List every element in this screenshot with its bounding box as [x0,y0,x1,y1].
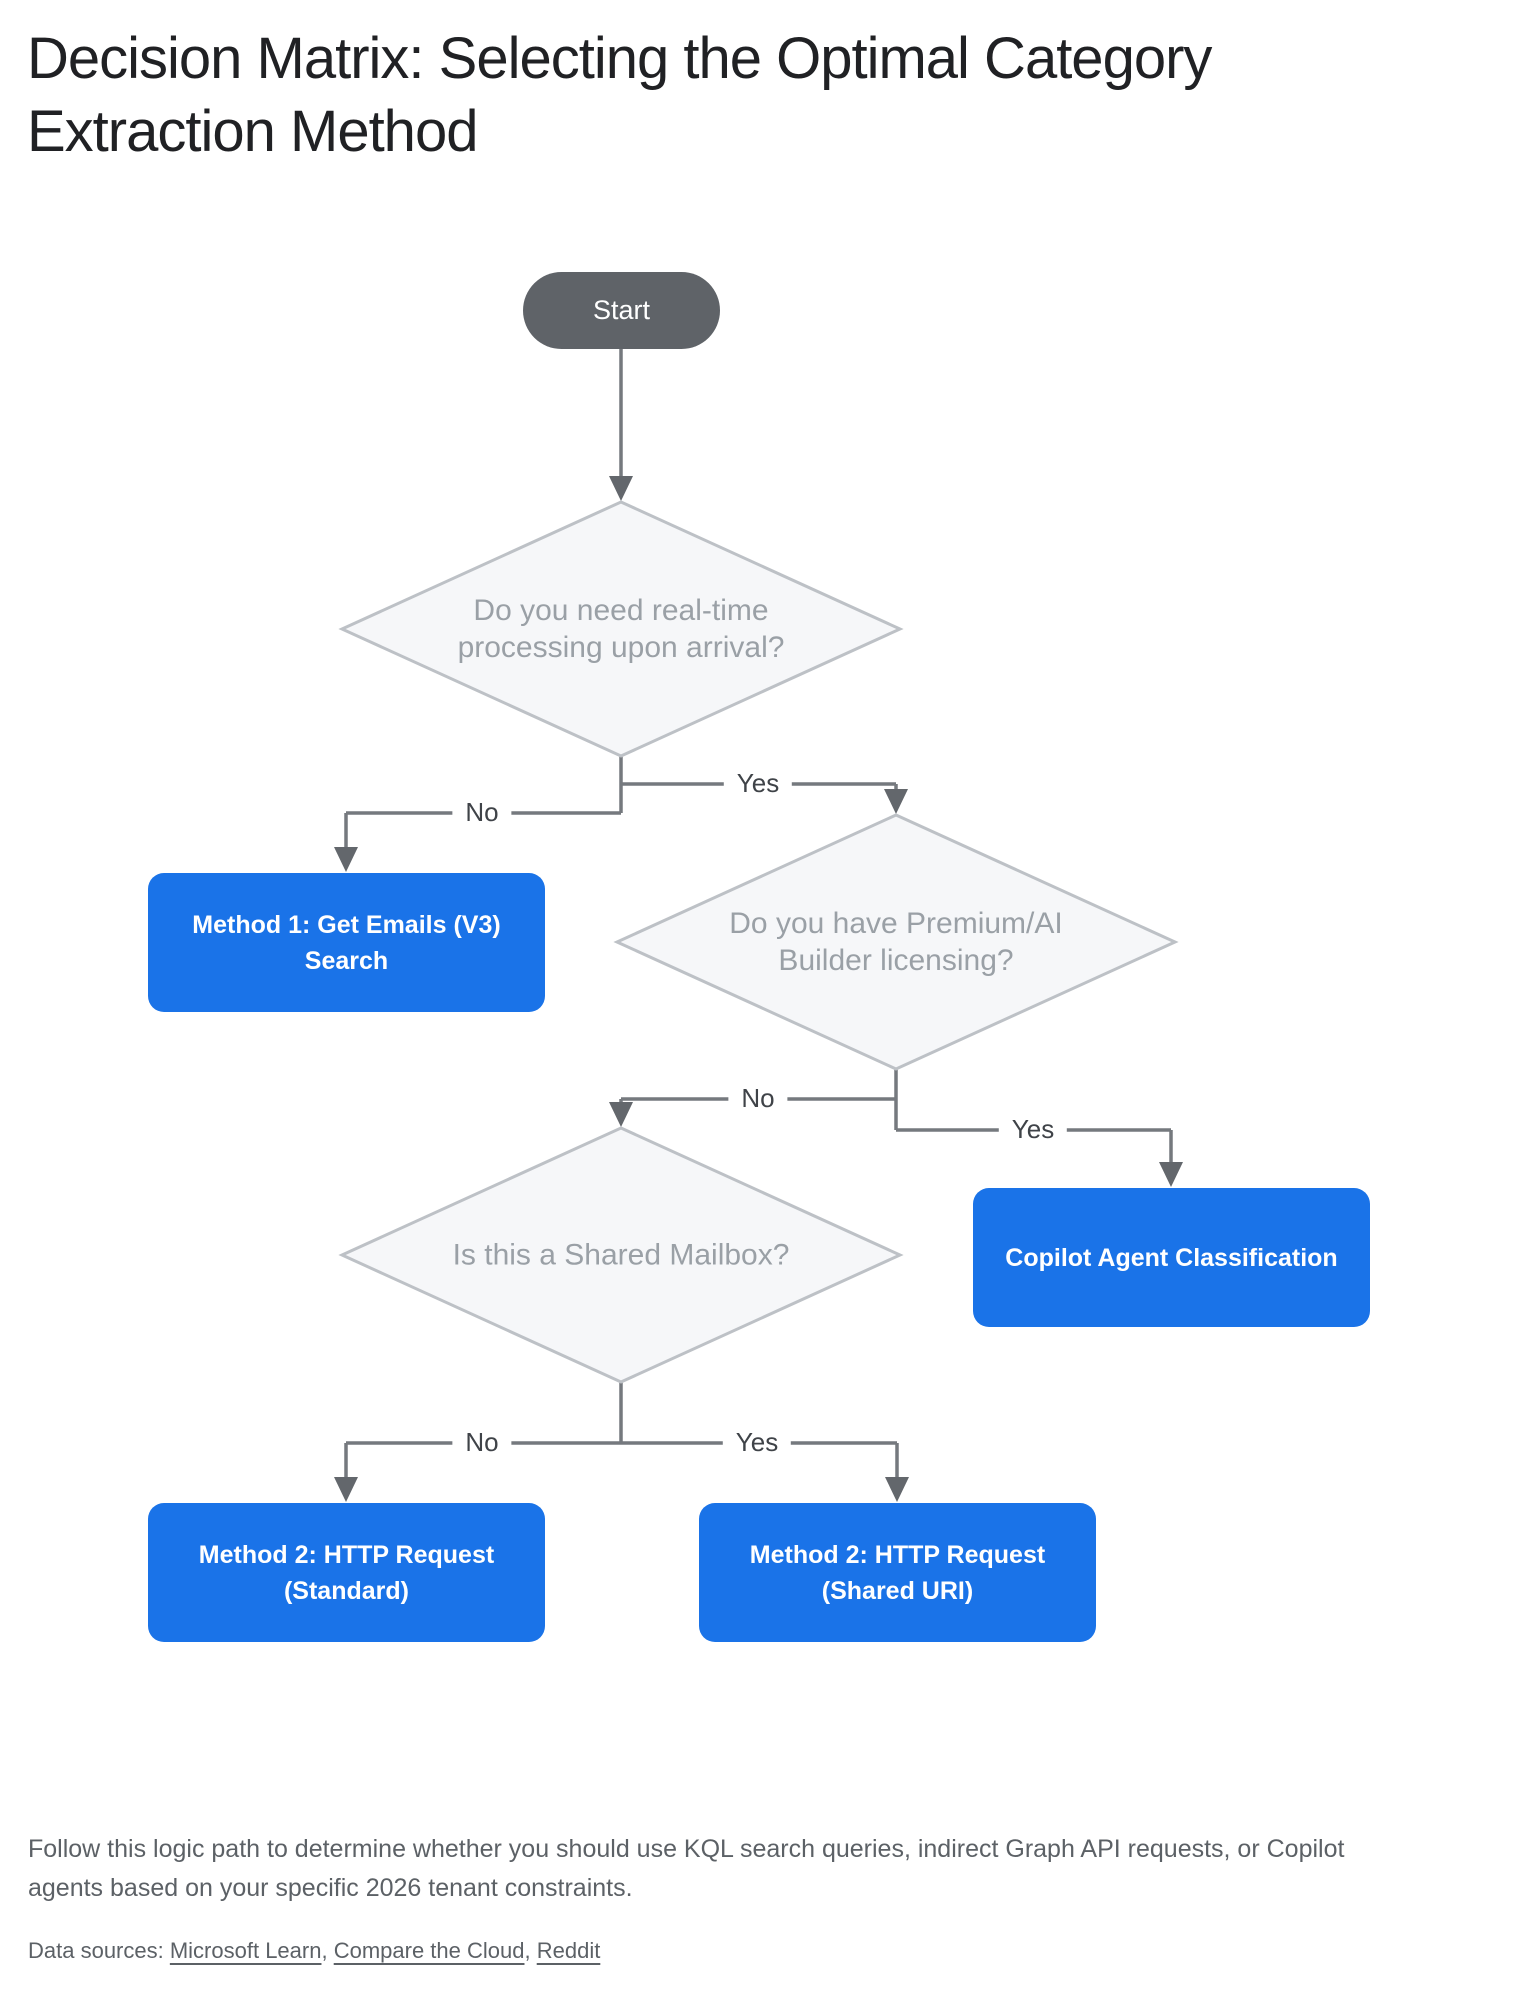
outcome-copilot-agent-classification: Copilot Agent Classification [973,1188,1370,1327]
arrowhead-to-decision-2 [884,789,908,814]
page-title: Decision Matrix: Selecting the Optimal C… [27,26,1212,164]
arrowhead-to-method-2-standard [334,1477,358,1502]
edge-label-no-2: No [728,1083,788,1114]
arrowhead-to-copilot [1159,1162,1183,1187]
outcome-method-1-get-emails: Method 1: Get Emails (V3) Search [148,873,545,1012]
decision-diamond-licensing [613,813,1179,1071]
decision-diamond-shared-mailbox [338,1126,904,1384]
source-link-compare-the-cloud[interactable]: Compare the Cloud [333,1938,525,1963]
edge-label-no-1: No [452,797,512,828]
decision-question-licensing: Do you have Premium/AI Builder licensing… [729,907,1063,977]
decision-question-shared-mailbox: Is this a Shared Mailbox? [452,1238,790,1272]
edge-label-no-3: No [452,1427,512,1458]
source-separator: , [321,1938,334,1963]
edge-label-yes-2: Yes [998,1114,1068,1145]
source-link-microsoft-learn[interactable]: Microsoft Learn [169,1938,322,1963]
footer-description: Follow this logic path to determine whet… [28,1835,1345,1902]
decision-diamond-realtime [338,500,904,758]
arrowhead-to-method-2-shared [885,1477,909,1502]
arrowhead-to-decision-1 [609,476,633,501]
decision-question-realtime: Do you need real-time processing upon ar… [457,594,785,664]
outcome-method-2-shared-uri: Method 2: HTTP Request (Shared URI) [699,1503,1096,1642]
outcome-method-2-standard: Method 2: HTTP Request (Standard) [148,1503,545,1642]
data-sources-label: Data sources: [28,1938,170,1963]
data-sources-line: Data sources: Microsoft Learn, Compare t… [28,1936,600,1966]
arrowhead-to-method-1 [334,847,358,872]
source-link-reddit[interactable]: Reddit [536,1938,601,1963]
start-node: Start [523,272,720,349]
edge-label-yes-3: Yes [722,1427,792,1458]
source-separator: , [524,1938,537,1963]
arrowhead-to-decision-3 [609,1102,633,1127]
edge-label-yes-1: Yes [723,768,793,799]
